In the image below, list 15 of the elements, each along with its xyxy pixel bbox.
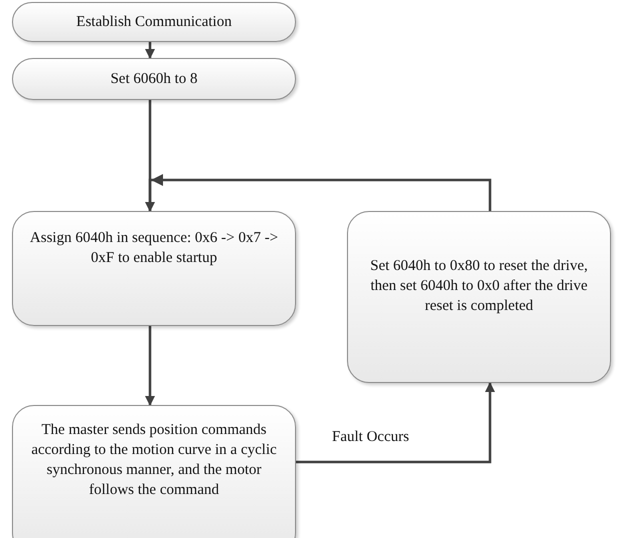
box-text: The master sends position commands according to the motion curve in a cyclic synchronous manner, and the motor follows the command [30,421,278,500]
box-text: Establish Communication [76,13,232,32]
arrow [145,42,155,59]
arrow [296,382,495,464]
box-text: Assign 6040h in sequence: 0x6 -> 0x7 -> 0xF to enable startup [28,229,280,268]
process-box [347,211,611,383]
arrow [145,326,155,406]
process-box [12,58,296,100]
arrow [145,100,155,212]
box-text: Set 6040h to 0x80 to reset the drive, then set 6040h to 0x0 after the drive reset is completed [369,257,589,316]
arrow [148,174,492,211]
process-box [12,2,296,42]
box-text: Set 6060h to 8 [110,70,198,89]
process-box [12,405,296,538]
process-box [12,211,296,326]
